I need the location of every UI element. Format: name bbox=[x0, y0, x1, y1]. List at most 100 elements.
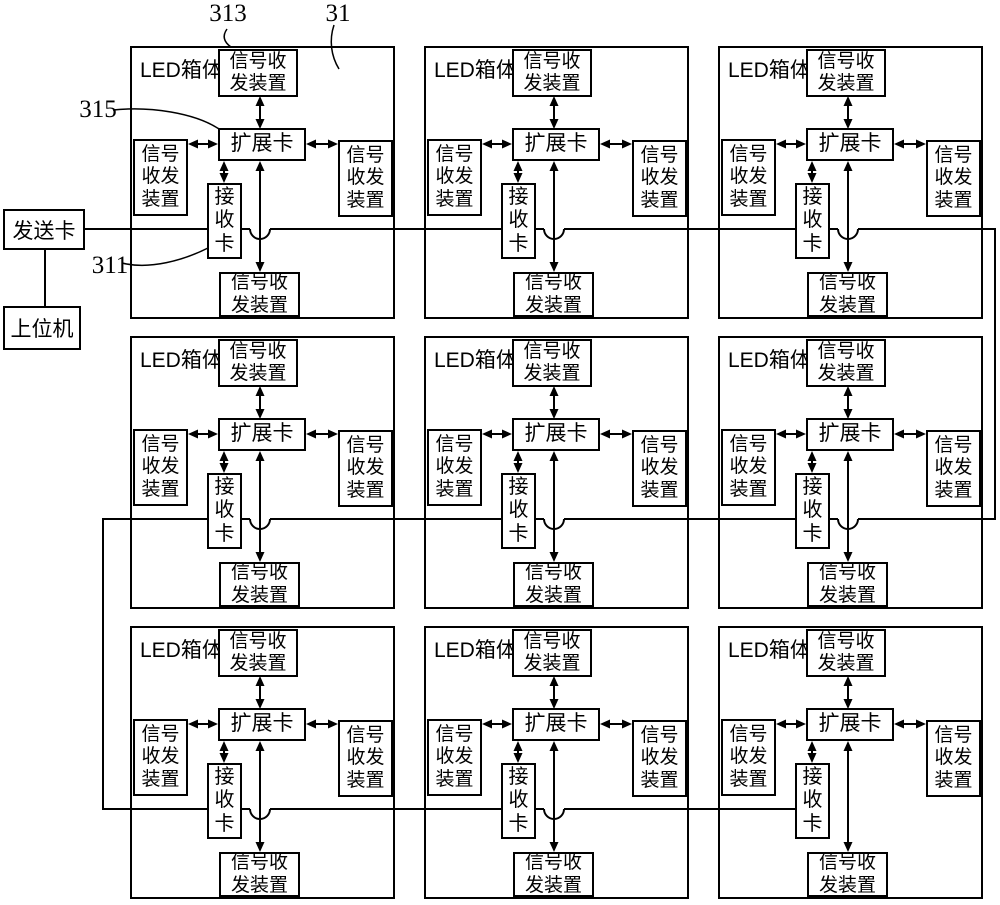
signal-transceiver-label: 信号 bbox=[729, 143, 768, 165]
signal-transceiver-label: 装置 bbox=[346, 479, 385, 501]
receiving-card: 接 收 卡 bbox=[501, 763, 536, 839]
led-cabinet: LED箱体 信号收 发装置 扩展卡 接 收 卡 信号 收发 装置 信号 收发 装… bbox=[424, 336, 689, 609]
expansion-card: 扩展卡 bbox=[806, 128, 894, 161]
right-descend-link bbox=[982, 228, 996, 520]
led-cabinet: LED箱体 信号收 发装置 扩展卡 接 收 卡 信号 收发 装置 信号 收发 装… bbox=[130, 336, 395, 609]
arrow-expansion-receiving bbox=[513, 451, 523, 473]
signal-transceiver-label: 收发 bbox=[729, 746, 768, 768]
arrow-expansion-right bbox=[600, 719, 632, 729]
expansion-card: 扩展卡 bbox=[512, 708, 600, 741]
arrow-expansion-receiving bbox=[807, 451, 817, 473]
signal-transceiver-label: 收发 bbox=[435, 166, 474, 188]
signal-transceiver-label: 信号收 bbox=[523, 340, 581, 362]
cabinet-wiring bbox=[426, 96, 687, 272]
arrow-top-expansion bbox=[549, 386, 559, 419]
signal-transceiver-label: 信号 bbox=[934, 144, 973, 166]
cabinet-title: LED箱体 bbox=[434, 349, 517, 372]
led-cabinet: LED箱体 信号收 发装置 扩展卡 接 收 卡 信号 收发 装置 信号 收发 装… bbox=[718, 626, 983, 899]
signal-transceiver-label: 装置 bbox=[729, 768, 768, 790]
signal-transceiver-label: 信号收 bbox=[524, 272, 582, 294]
arrow-expansion-bottom bbox=[549, 741, 559, 852]
signal-transceiver-left: 信号 收发 装置 bbox=[721, 139, 776, 216]
cabinet-title: LED箱体 bbox=[728, 639, 811, 662]
signal-transceiver-right: 信号 收发 装置 bbox=[632, 430, 687, 507]
left-descend-link bbox=[102, 518, 132, 810]
ref-315-leader-line bbox=[112, 108, 220, 130]
cabinet-wiring bbox=[426, 676, 687, 852]
signal-transceiver-bottom: 信号收 发装置 bbox=[219, 272, 300, 317]
signal-transceiver-label: 发装置 bbox=[230, 584, 288, 606]
expansion-card: 扩展卡 bbox=[512, 128, 600, 161]
signal-transceiver-label: 收发 bbox=[934, 457, 973, 479]
expansion-card-label: 扩展卡 bbox=[230, 712, 294, 736]
signal-transceiver-label: 装置 bbox=[435, 768, 474, 790]
arrow-expansion-bottom bbox=[843, 161, 853, 272]
expansion-card: 扩展卡 bbox=[806, 708, 894, 741]
signal-transceiver-label: 信号收 bbox=[523, 50, 581, 72]
receiving-card-label: 卡 bbox=[508, 812, 529, 835]
receiving-card: 接 收 卡 bbox=[795, 183, 830, 259]
arrow-expansion-bottom bbox=[549, 161, 559, 272]
arrow-top-expansion bbox=[255, 386, 265, 419]
expansion-card-label: 扩展卡 bbox=[818, 422, 882, 446]
receiving-card-label: 接 bbox=[214, 185, 235, 208]
signal-transceiver-top: 信号收 发装置 bbox=[512, 339, 592, 387]
signal-transceiver-top: 信号收 发装置 bbox=[806, 49, 886, 97]
expansion-card-label: 扩展卡 bbox=[230, 132, 294, 156]
signal-transceiver-label: 信号收 bbox=[818, 562, 876, 584]
signal-transceiver-label: 装置 bbox=[934, 189, 973, 211]
signal-transceiver-label: 信号 bbox=[346, 724, 385, 746]
arrow-expansion-right bbox=[894, 719, 926, 729]
signal-transceiver-label: 信号收 bbox=[230, 562, 288, 584]
ref-label-31: 31 bbox=[325, 0, 351, 27]
receiving-card-label: 卡 bbox=[802, 522, 823, 545]
signal-transceiver-label: 收发 bbox=[640, 747, 679, 769]
signal-transceiver-bottom: 信号收 发装置 bbox=[513, 852, 594, 897]
signal-transceiver-top: 信号收 发装置 bbox=[512, 629, 592, 677]
arrow-expansion-right bbox=[306, 139, 338, 149]
receiving-card-label: 接 bbox=[214, 475, 235, 498]
signal-transceiver-label: 信号 bbox=[141, 143, 180, 165]
signal-transceiver-label: 信号 bbox=[346, 434, 385, 456]
receiving-card-label: 收 bbox=[214, 499, 235, 522]
signal-transceiver-label: 装置 bbox=[729, 188, 768, 210]
arrow-left-expansion bbox=[776, 139, 806, 149]
signal-transceiver-label: 装置 bbox=[640, 769, 679, 791]
signal-transceiver-label: 发装置 bbox=[818, 874, 876, 896]
receiving-card: 接 收 卡 bbox=[501, 473, 536, 549]
arrow-expansion-right bbox=[306, 719, 338, 729]
signal-transceiver-label: 信号 bbox=[934, 434, 973, 456]
signal-transceiver-right: 信号 收发 装置 bbox=[338, 140, 393, 217]
cabinet-title: LED箱体 bbox=[434, 639, 517, 662]
arrow-expansion-receiving bbox=[513, 161, 523, 183]
signal-transceiver-top: 信号收 发装置 bbox=[512, 49, 592, 97]
receiving-card: 接 收 卡 bbox=[207, 473, 242, 549]
signal-transceiver-label: 收发 bbox=[141, 746, 180, 768]
signal-transceiver-label: 信号收 bbox=[524, 852, 582, 874]
arrow-expansion-bottom bbox=[255, 741, 265, 852]
arrow-top-expansion bbox=[843, 386, 853, 419]
receiving-card-label: 卡 bbox=[508, 522, 529, 545]
signal-transceiver-label: 发装置 bbox=[523, 653, 581, 674]
host-computer-label: 上位机 bbox=[10, 318, 74, 341]
signal-transceiver-label: 收发 bbox=[346, 457, 385, 479]
signal-transceiver-label: 信号收 bbox=[230, 272, 288, 294]
signal-transceiver-label: 装置 bbox=[435, 478, 474, 500]
arrow-expansion-receiving bbox=[219, 741, 229, 763]
receiving-card-label: 接 bbox=[508, 475, 529, 498]
signal-transceiver-right: 信号 收发 装置 bbox=[632, 140, 687, 217]
receiving-card-label: 卡 bbox=[214, 812, 235, 835]
signal-transceiver-label: 发装置 bbox=[524, 584, 582, 606]
receiving-card-label: 卡 bbox=[508, 232, 529, 255]
signal-transceiver-left: 信号 收发 装置 bbox=[133, 429, 188, 506]
signal-transceiver-label: 发装置 bbox=[817, 363, 875, 384]
expansion-card-label: 扩展卡 bbox=[230, 422, 294, 446]
signal-transceiver-bottom: 信号收 发装置 bbox=[513, 272, 594, 317]
signal-transceiver-label: 收发 bbox=[729, 166, 768, 188]
expansion-card: 扩展卡 bbox=[218, 128, 306, 161]
ref-label-311: 311 bbox=[91, 252, 129, 279]
expansion-card-label: 扩展卡 bbox=[524, 132, 588, 156]
signal-transceiver-label: 收发 bbox=[346, 747, 385, 769]
expansion-card: 扩展卡 bbox=[512, 418, 600, 451]
